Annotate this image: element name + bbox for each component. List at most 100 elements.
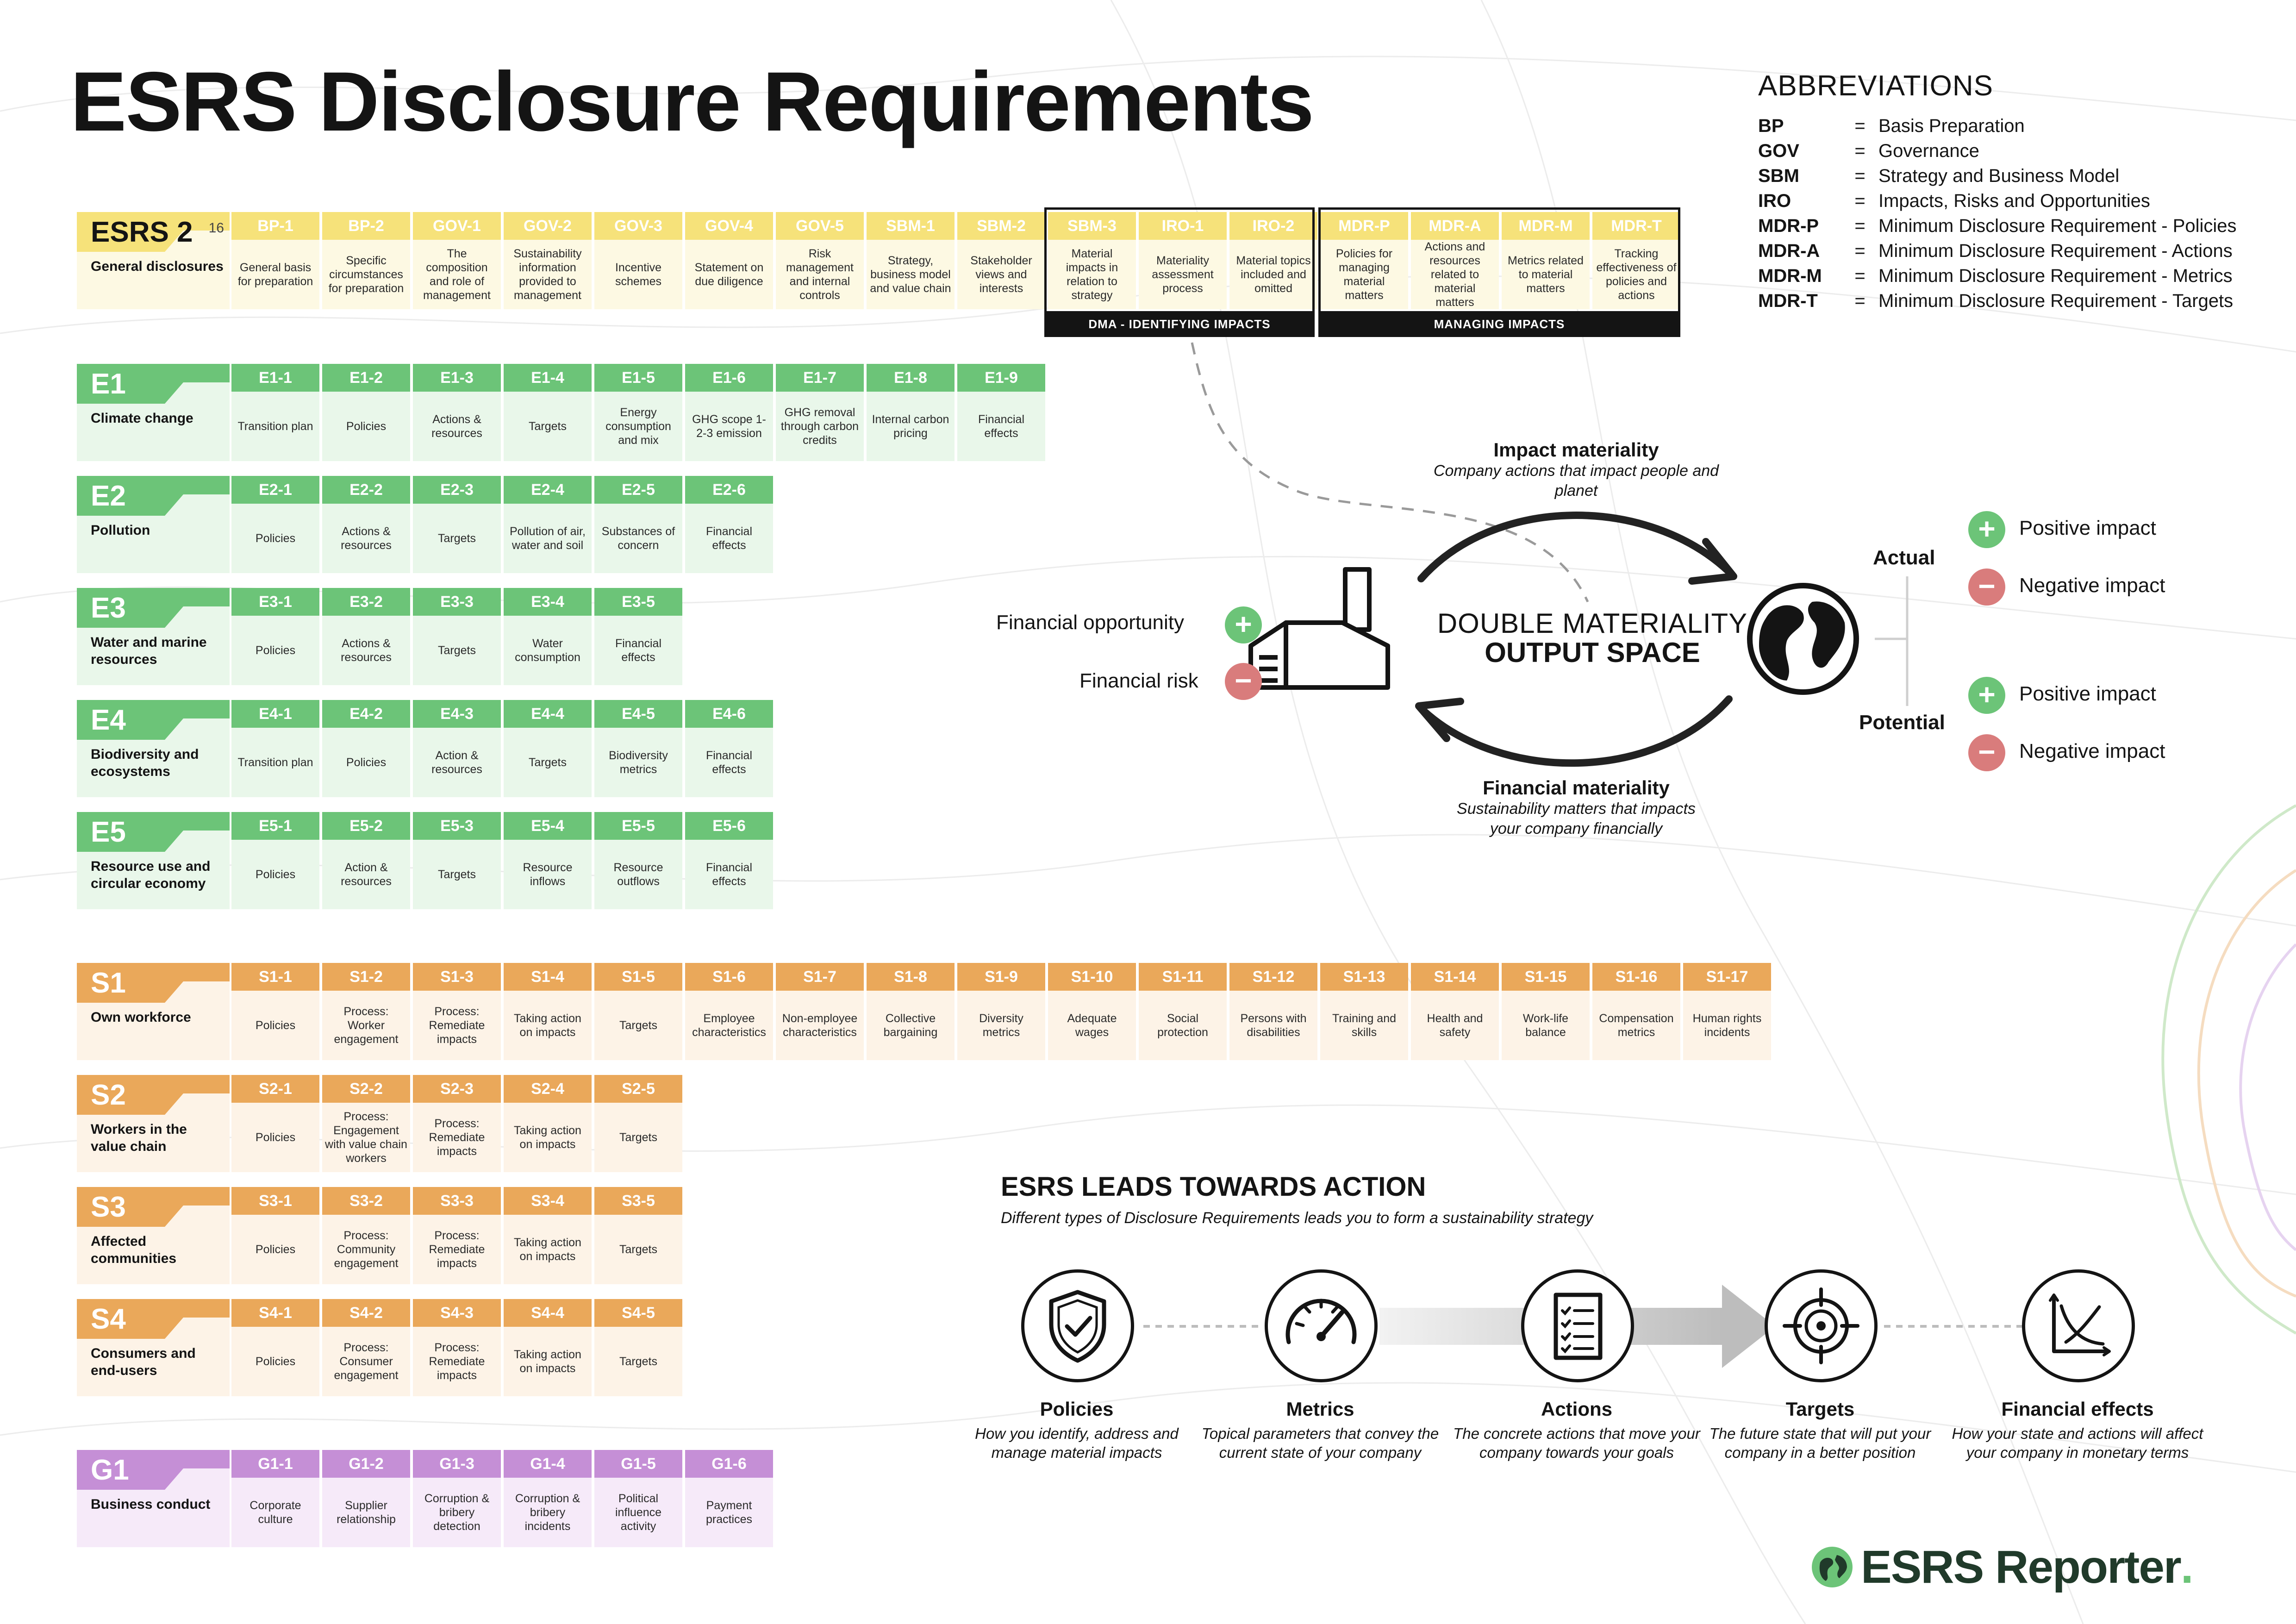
center-title-line1: DOUBLE MATERIALITY [1437, 608, 1748, 639]
disclosure-description: Financial effects [594, 616, 682, 685]
abbreviation-equals: = [1854, 115, 1866, 136]
